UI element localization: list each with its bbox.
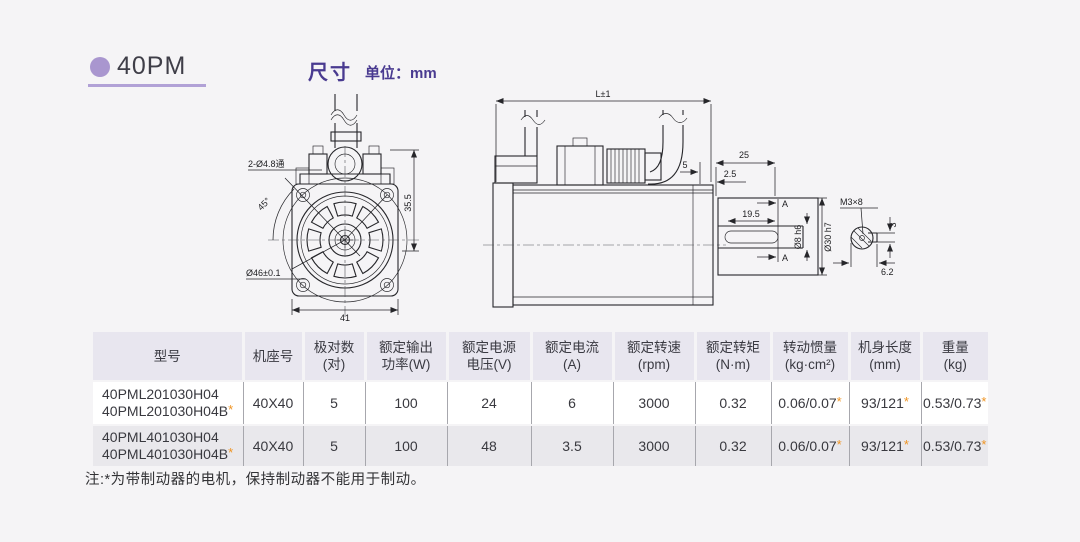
cell-torque: 0.32	[694, 380, 771, 425]
cell-weight: 0.53/0.73*	[920, 380, 988, 425]
cell-power: 100	[364, 424, 447, 466]
header-weight: 重量(kg)	[919, 332, 988, 381]
cell-speed: 3000	[612, 424, 695, 466]
front-pilot-label: Ø46±0.1	[246, 268, 280, 278]
header-inertia: 转动惯量(kg·cm²)	[769, 332, 849, 381]
cell-voltage: 24	[446, 380, 531, 425]
cell-current: 3.5	[530, 424, 613, 466]
cell-frame: 40X40	[242, 424, 303, 466]
side-length-label: L±1	[596, 89, 611, 99]
key-length-label: 19.5	[742, 209, 760, 219]
dimensions-unit: 单位：mm	[365, 65, 437, 82]
front-width-label: 41	[340, 313, 350, 323]
spec-table: 型号 机座号 极对数(对) 额定输出功率(W) 额定电源电压(V) 额定电流(A…	[93, 332, 988, 466]
header-length: 机身长度(mm)	[847, 332, 921, 381]
key-depth-label: 3	[888, 222, 898, 227]
tap-label: M3×8	[840, 197, 863, 207]
footnote: 注:*为带制动器的电机，保持制动器不能用于制动。	[85, 472, 426, 488]
shaft-step-label: 2.5	[724, 169, 737, 179]
shaft-diameter-label: Ø8 h6	[793, 225, 803, 250]
front-angle-label: 45°	[256, 195, 273, 212]
front-height-label: 35.5	[403, 194, 413, 212]
section-a-top-label: A	[782, 199, 788, 209]
cell-inertia: 0.06/0.07*	[770, 380, 849, 425]
header-torque: 额定转矩(N·m)	[693, 332, 771, 381]
header-row: 型号 机座号 极对数(对) 额定输出功率(W) 额定电源电压(V) 额定电流(A…	[93, 332, 988, 381]
side-offset-label: 5	[682, 160, 687, 170]
cell-poles: 5	[302, 380, 365, 425]
header-speed: 额定转速(rpm)	[611, 332, 695, 381]
header-frame: 机座号	[241, 332, 303, 381]
cell-power: 100	[364, 380, 447, 425]
series-bullet-icon	[90, 57, 110, 77]
section-a-bottom-label: A	[782, 253, 788, 263]
header-model: 型号	[93, 332, 243, 381]
dimension-drawing: 2-Ø4.8通 45° Ø46±0.1 41 35.5	[246, 89, 898, 323]
cell-weight: 0.53/0.73*	[920, 424, 988, 466]
cell-current: 6	[530, 380, 613, 425]
dimensions-heading: 尺寸	[308, 62, 352, 84]
front-view: 2-Ø4.8通 45° Ø46±0.1 41 35.5	[246, 94, 422, 323]
cell-voltage: 48	[446, 424, 531, 466]
cell-length: 93/121*	[848, 424, 921, 466]
header-power: 额定输出功率(W)	[363, 332, 447, 381]
series-underline	[88, 84, 206, 87]
boss-diameter-label: Ø30 h7	[823, 222, 833, 252]
header-poles: 极对数(对)	[301, 332, 365, 381]
cell-inertia: 0.06/0.07*	[770, 424, 849, 466]
header-current: 额定电流(A)	[529, 332, 613, 381]
cell-length: 93/121*	[848, 380, 921, 425]
cell-poles: 5	[302, 424, 365, 466]
key-section-detail: M3×8 3 6.2	[833, 197, 898, 277]
cell-frame: 40X40	[242, 380, 303, 425]
series-title: 40PM	[117, 52, 187, 80]
key-width-label: 6.2	[881, 267, 894, 277]
shaft-length-label: 25	[739, 150, 749, 160]
cell-speed: 3000	[612, 380, 695, 425]
header-voltage: 额定电源电压(V)	[445, 332, 531, 381]
front-holes-label: 2-Ø4.8通	[248, 159, 285, 169]
cell-torque: 0.32	[694, 424, 771, 466]
side-view: L±1 5 25 2.5 19.5 A A Ø8 h6 Ø30 h7	[483, 89, 833, 308]
